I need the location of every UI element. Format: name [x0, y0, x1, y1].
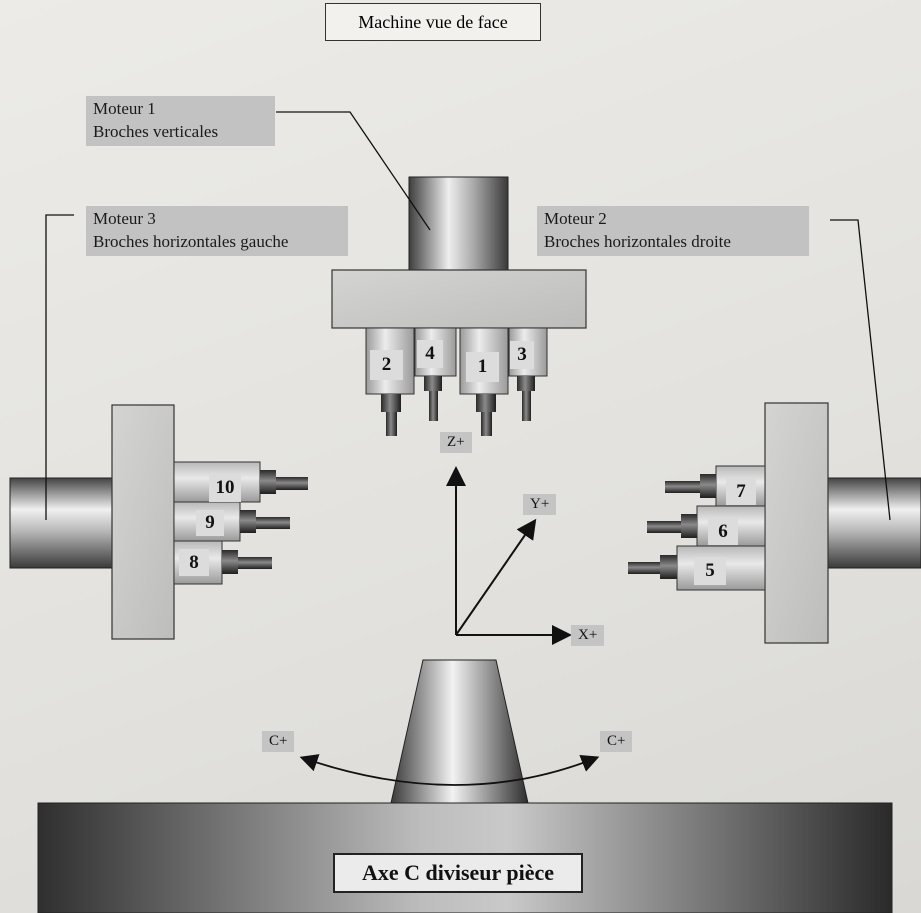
motor-2-leader [830, 219, 891, 521]
spindle-1-number: 1 [466, 352, 499, 382]
spindle-3-number: 3 [510, 341, 534, 369]
y-axis-arrow [455, 518, 537, 636]
motor-3-plate [111, 404, 175, 640]
motor-1-cylinder [408, 176, 509, 271]
motor-2-desc: Broches horizontales droite [544, 232, 731, 251]
motor-2-plate [764, 402, 829, 644]
motor-1-leader [276, 111, 431, 231]
spindle-8-number: 8 [179, 549, 209, 576]
spindle-5-number: 5 [694, 557, 726, 585]
indexer-label: Axe C diviseur pièce [333, 853, 583, 893]
x-axis-label: X+ [571, 625, 605, 646]
motor-3-name: Moteur 3 [93, 209, 156, 228]
motor-1-plate [331, 269, 587, 329]
diagram-title: Machine vue de face [325, 3, 541, 41]
motor-3-label: Moteur 3 Broches horizontales gauche [86, 206, 348, 256]
spindle-4-number: 4 [417, 340, 443, 368]
spindle-6-number: 6 [708, 518, 738, 545]
motor-1-label: Moteur 1 Broches verticales [86, 96, 275, 146]
c-axis-label-right: C+ [600, 731, 633, 752]
z-axis-label: Z+ [440, 432, 472, 453]
motor-2-name: Moteur 2 [544, 209, 607, 228]
c-axis-label-left: C+ [262, 731, 295, 752]
motor-1-name: Moteur 1 [93, 99, 156, 118]
motor-3-cylinder [9, 477, 114, 569]
motor-1-desc: Broches verticales [93, 122, 219, 141]
spindle-7-number: 7 [726, 478, 756, 505]
motor-2-label: Moteur 2 Broches horizontales droite [537, 206, 809, 256]
spindle-2-number: 2 [370, 350, 403, 380]
y-axis-label: Y+ [523, 494, 557, 515]
c-rotation-arc [299, 754, 600, 786]
spindle-9-number: 9 [196, 510, 224, 536]
motor-3-leader [45, 214, 74, 520]
spindle-10-number: 10 [209, 474, 241, 502]
motor-2-cylinder [827, 477, 921, 569]
motor-3-desc: Broches horizontales gauche [93, 232, 289, 251]
